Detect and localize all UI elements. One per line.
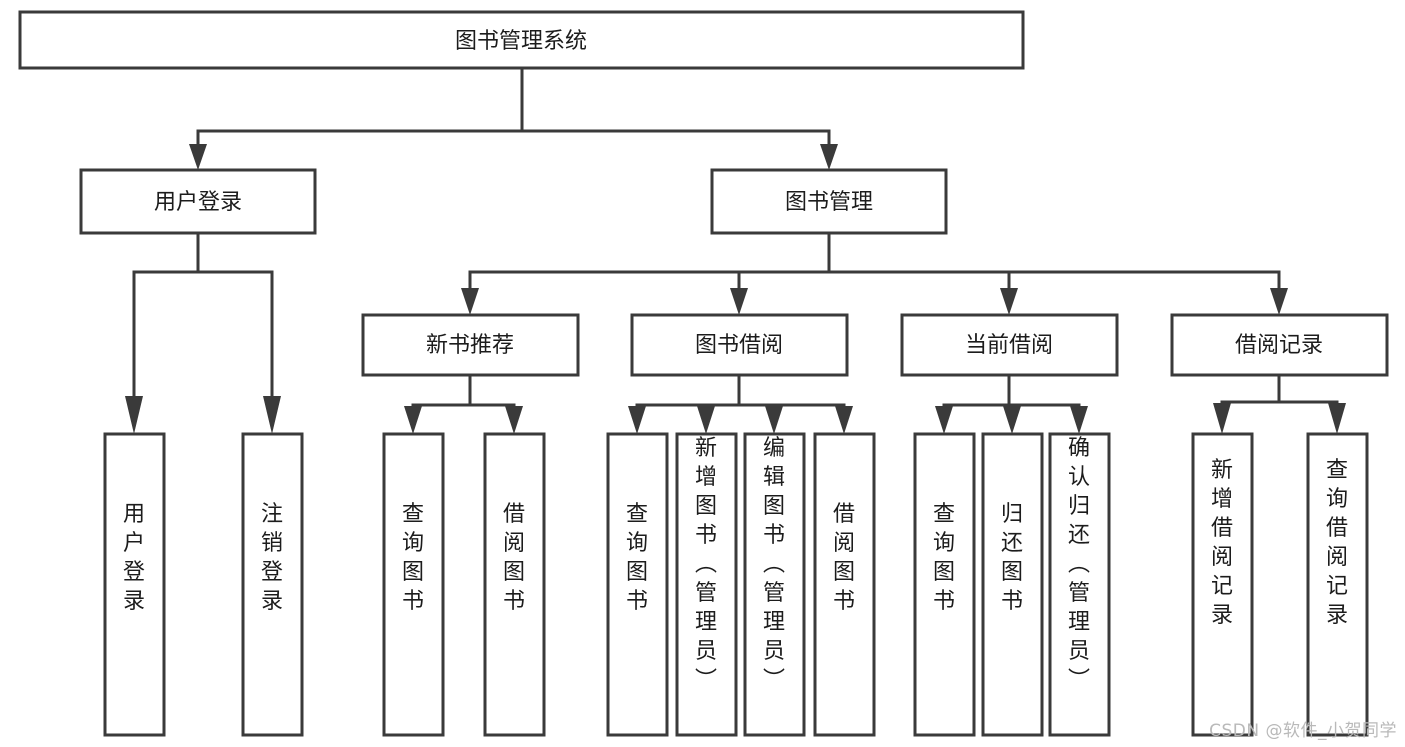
arrow-head-book-borrow [730,288,748,315]
node-leaf-confirm-return[interactable]: 确认归还︵管理员︶ [1048,432,1111,737]
arrow-head-leaf-add-book [697,406,715,434]
node-leaf-add-record-box[interactable] [1191,432,1254,737]
node-leaf-user-logout-label: 注销登录 [261,502,283,614]
node-current-borrow-box[interactable] [900,313,1119,377]
node-leaf-user-logout[interactable]: 注销登录 [241,432,304,737]
node-leaf-return-book[interactable]: 归还图书 [981,432,1044,737]
node-book-manage-label: 图书管理 [785,190,873,215]
node-leaf-query-book-3[interactable]: 查询图书 [913,432,976,737]
arrow-head-leaf-query-book-3 [935,406,953,434]
node-book-borrow-box[interactable] [630,313,849,377]
arrow-head-borrow-record [1270,288,1288,315]
node-user-login[interactable]: 用户登录 [79,168,317,235]
node-root-box[interactable] [18,10,1025,70]
arrow-head-leaf-query-book-1 [404,406,422,434]
node-leaf-query-book-1[interactable]: 查询图书 [382,432,445,737]
arrow-head-leaf-borrow-book-1 [505,406,523,434]
node-leaf-borrow-book-1-box[interactable] [483,432,546,737]
arrow-head-leaf-confirm-return [1070,406,1088,434]
node-leaf-query-book-1-label: 查询图书 [402,502,424,614]
node-leaf-add-book-box[interactable] [675,432,738,737]
node-leaf-borrow-book-2[interactable]: 借阅图书 [813,432,876,737]
arrow-head-leaf-query-book-2 [628,406,646,434]
csdn-watermark: CSDN @软件_小贺同学 [1209,721,1397,741]
node-book-manage[interactable]: 图书管理 [710,168,948,235]
node-new-book-recommend-label: 新书推荐 [426,333,514,358]
node-leaf-edit-book-box[interactable] [743,432,806,737]
node-leaf-add-book[interactable]: 新增图书︵管理员︶ [675,432,738,737]
node-leaf-query-record-box[interactable] [1306,432,1369,737]
arrow-head-leaf-query-record [1328,403,1346,434]
node-new-book-recommend[interactable]: 新书推荐 [361,313,580,377]
node-leaf-query-record-label: 查询借阅记录 [1326,458,1348,628]
node-leaf-user-login-box[interactable] [103,432,166,737]
node-leaf-return-book-box[interactable] [981,432,1044,737]
arrow-head-leaf-user-login [125,396,143,434]
node-user-login-label: 用户登录 [154,190,242,215]
node-leaf-add-book-label: 新增图书︵管理员︶ [695,436,717,693]
arrow-head-book-manage [820,144,838,170]
node-leaf-query-book-2-label: 查询图书 [626,502,648,614]
node-leaf-user-login-label: 用户登录 [123,502,145,614]
arrow-head-leaf-add-record [1213,403,1231,434]
arrow-head-new-book-recommend [461,288,479,315]
node-book-borrow-label: 图书借阅 [695,333,783,358]
node-leaf-query-book-3-box[interactable] [913,432,976,737]
node-borrow-record-label: 借阅记录 [1235,333,1323,358]
node-root[interactable]: 图书管理系统 [18,10,1025,70]
arrow-head-leaf-edit-book [765,406,783,434]
arrow-head-leaf-borrow-book-2 [835,406,853,434]
arrow-head-user-login [189,144,207,170]
arrow-head-leaf-user-logout [263,396,281,434]
node-leaf-query-book-2-box[interactable] [606,432,669,737]
node-leaf-query-book-2[interactable]: 查询图书 [606,432,669,737]
node-new-book-recommend-box[interactable] [361,313,580,377]
node-borrow-record-box[interactable] [1170,313,1389,377]
node-leaf-return-book-label: 归还图书 [1001,502,1023,614]
node-leaf-edit-book-label: 编辑图书︵管理员︶ [763,436,785,693]
connector-layer [125,66,1346,434]
node-leaf-query-book-3-label: 查询图书 [933,502,955,614]
node-leaf-edit-book[interactable]: 编辑图书︵管理员︶ [743,432,806,737]
node-book-manage-box[interactable] [710,168,948,235]
node-leaf-borrow-book-2-label: 借阅图书 [833,502,855,614]
node-leaf-user-login[interactable]: 用户登录 [103,432,166,737]
node-leaf-query-record[interactable]: 查询借阅记录 [1306,432,1369,737]
node-user-login-box[interactable] [79,168,317,235]
node-root-label: 图书管理系统 [455,29,587,54]
node-leaf-borrow-book-1-label: 借阅图书 [503,502,525,614]
arrow-head-leaf-return-book [1003,406,1021,434]
node-leaf-add-record-label: 新增借阅记录 [1211,458,1233,628]
node-leaf-user-logout-box[interactable] [241,432,304,737]
node-leaf-confirm-return-label: 确认归还︵管理员︶ [1068,436,1090,693]
arrow-head-current-borrow [1000,288,1018,315]
node-current-borrow-label: 当前借阅 [965,333,1053,358]
node-leaf-borrow-book-2-box[interactable] [813,432,876,737]
node-leaf-query-book-1-box[interactable] [382,432,445,737]
node-leaf-borrow-book-1[interactable]: 借阅图书 [483,432,546,737]
node-leaf-add-record[interactable]: 新增借阅记录 [1191,432,1254,737]
node-borrow-record[interactable]: 借阅记录 [1170,313,1389,377]
node-current-borrow[interactable]: 当前借阅 [900,313,1119,377]
node-book-borrow[interactable]: 图书借阅 [630,313,849,377]
node-leaf-confirm-return-box[interactable] [1048,432,1111,737]
